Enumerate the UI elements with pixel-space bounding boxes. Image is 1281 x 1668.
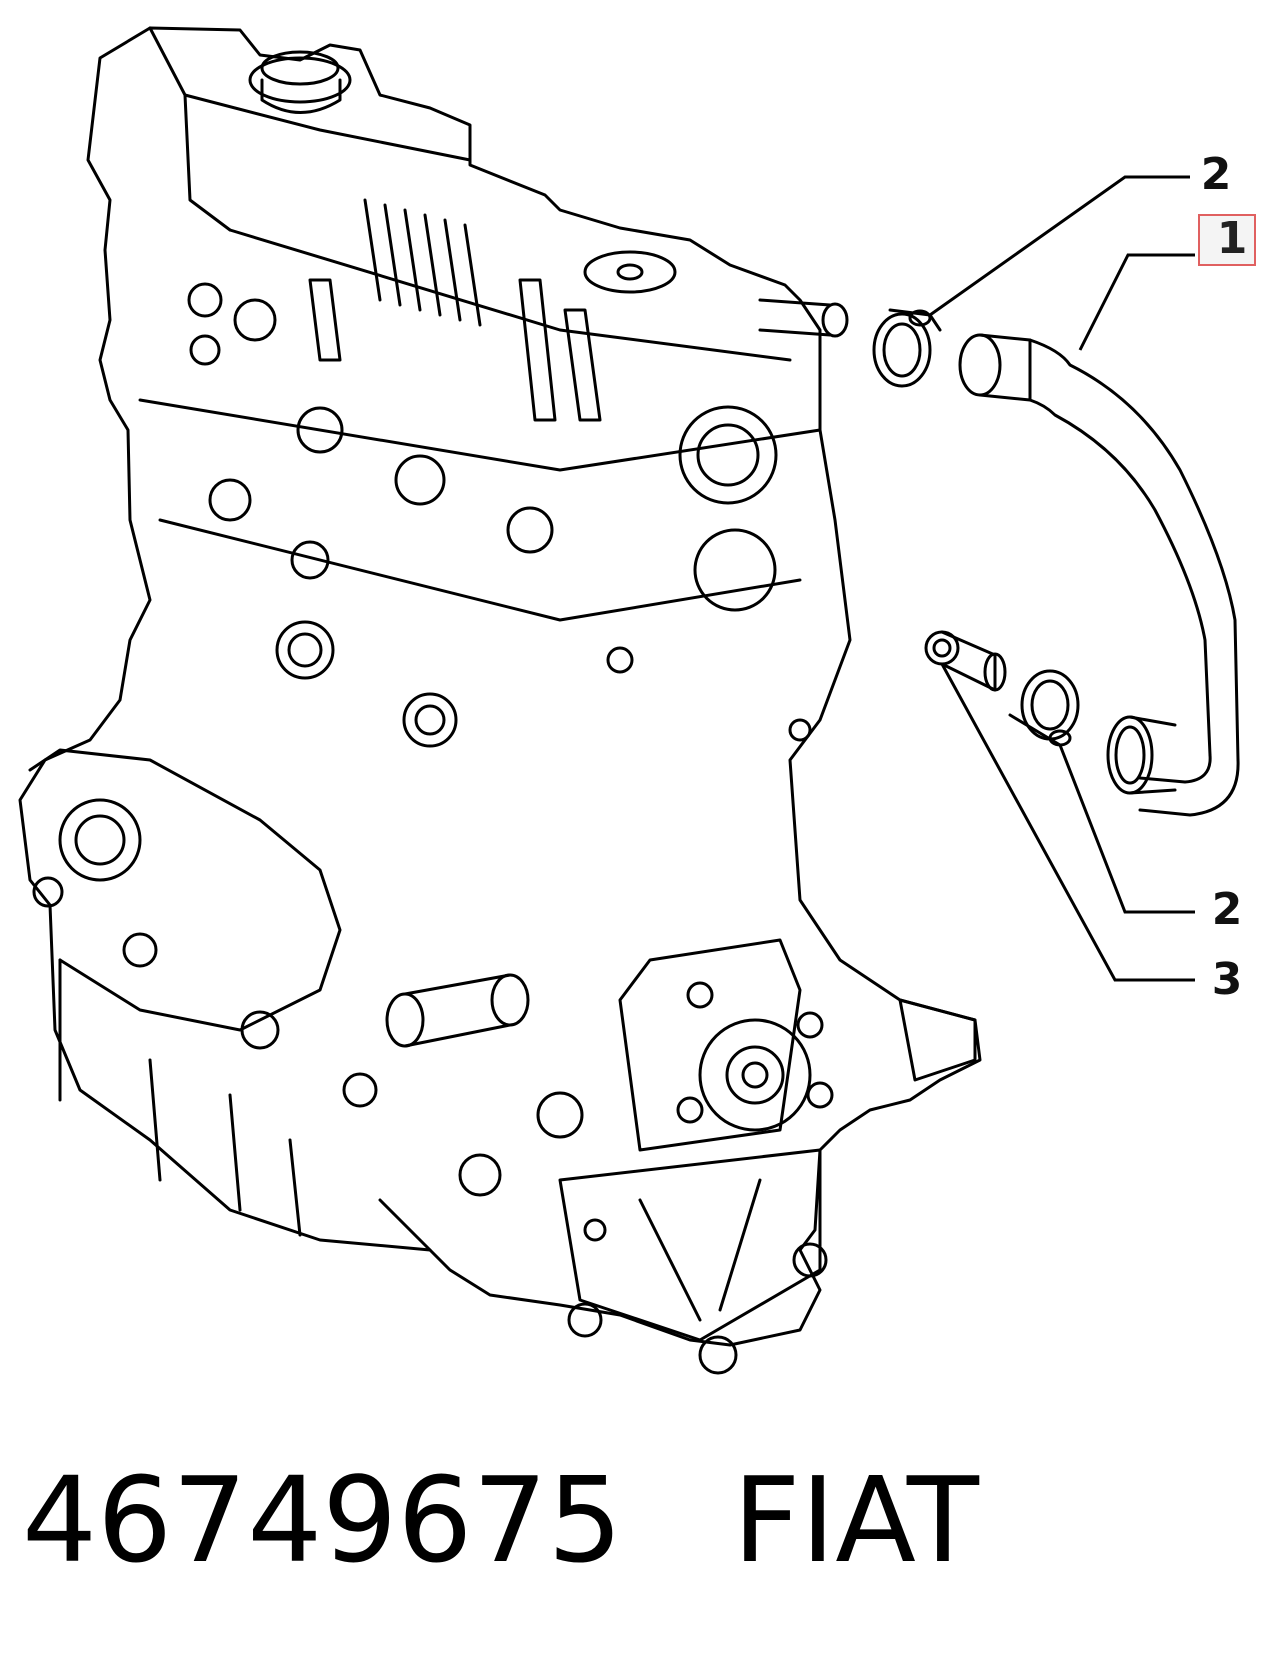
part-caption: 46749675 FIAT xyxy=(22,1440,1262,1600)
callout-labels: 2 1 2 3 xyxy=(1198,149,1256,1005)
hose-fitting xyxy=(924,630,1007,692)
callout-label-3: 3 xyxy=(1212,954,1243,1005)
callout-label-2-lower: 2 xyxy=(1212,884,1243,935)
leader-line-2-lower xyxy=(1058,744,1195,914)
hose-clamp-lower xyxy=(1008,669,1080,747)
callout-label-2-upper: 2 xyxy=(1201,149,1232,200)
hose-assembly xyxy=(872,308,1240,817)
hose-clamp-upper xyxy=(872,308,942,388)
leader-line-3 xyxy=(940,663,1195,982)
engine-block-drawing xyxy=(18,26,982,1375)
callout-label-1: 1 xyxy=(1217,213,1248,264)
brand-name: FIAT xyxy=(732,1451,979,1589)
coolant-hose xyxy=(958,333,1240,817)
part-number: 46749675 xyxy=(22,1451,623,1589)
leader-lines xyxy=(929,175,1195,982)
callout-highlight-box xyxy=(1198,214,1256,266)
leader-line-2-upper xyxy=(929,175,1190,317)
leader-line-1 xyxy=(1078,253,1195,351)
